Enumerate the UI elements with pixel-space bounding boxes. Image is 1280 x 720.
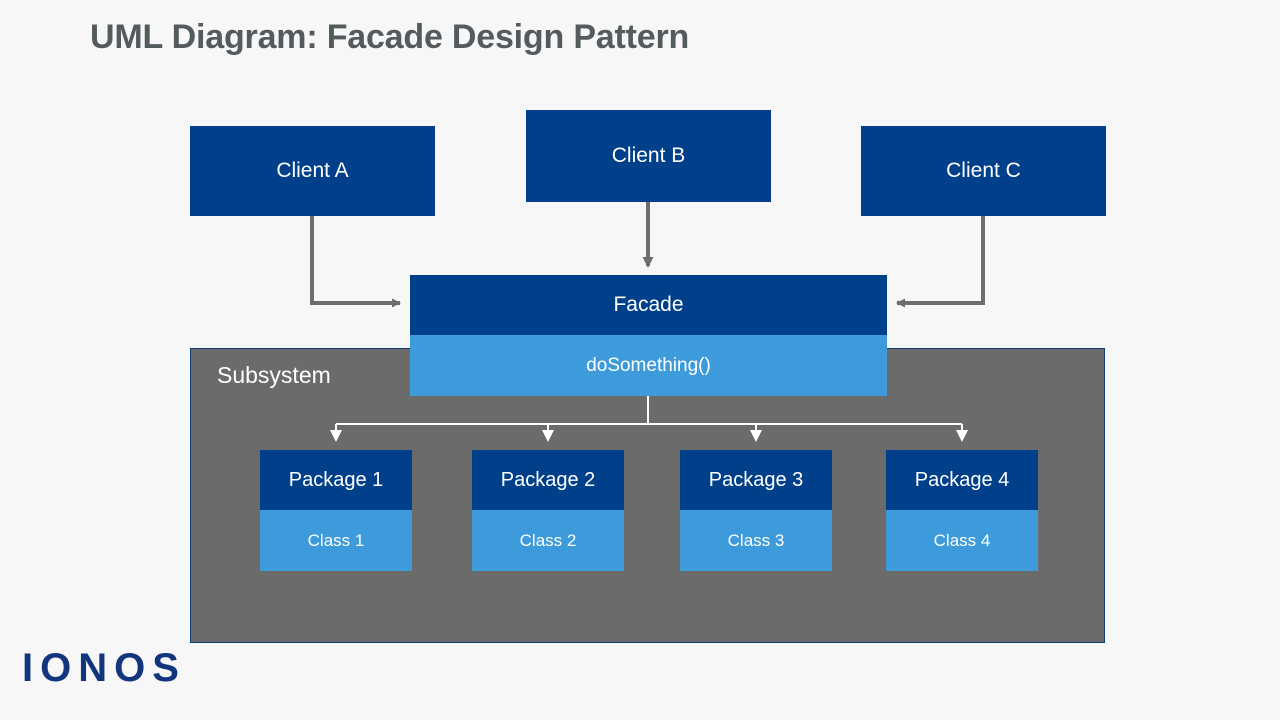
package-2-box[interactable]: Package 2 Class 2 (472, 450, 624, 571)
package-4-box[interactable]: Package 4 Class 4 (886, 450, 1038, 571)
page-title: UML Diagram: Facade Design Pattern (90, 18, 690, 56)
client-c-label: Client C (946, 159, 1021, 182)
subsystem-label: Subsystem (217, 362, 331, 388)
package-1-name: Package 1 (260, 450, 412, 510)
facade-name: Facade (410, 275, 887, 335)
package-4-name: Package 4 (886, 450, 1038, 510)
package-1-class: Class 1 (260, 510, 412, 571)
connector-client-c-to-facade (896, 216, 985, 308)
client-a-box[interactable]: Client A (190, 126, 435, 216)
package-3-box[interactable]: Package 3 Class 3 (680, 450, 832, 571)
client-b-box[interactable]: Client B (526, 110, 771, 202)
package-2-name: Package 2 (472, 450, 624, 510)
connector-client-a-to-facade (310, 216, 401, 308)
client-c-box[interactable]: Client C (861, 126, 1106, 216)
package-3-name: Package 3 (680, 450, 832, 510)
package-2-class: Class 2 (472, 510, 624, 571)
client-a-label: Client A (276, 159, 349, 182)
package-4-class: Class 4 (886, 510, 1038, 571)
package-3-class: Class 3 (680, 510, 832, 571)
ionos-logo: IONOS (22, 646, 186, 690)
facade-operation: doSomething() (410, 335, 887, 396)
client-b-label: Client B (611, 144, 686, 167)
facade-box[interactable]: Facade doSomething() (410, 275, 887, 396)
package-1-box[interactable]: Package 1 Class 1 (260, 450, 412, 571)
